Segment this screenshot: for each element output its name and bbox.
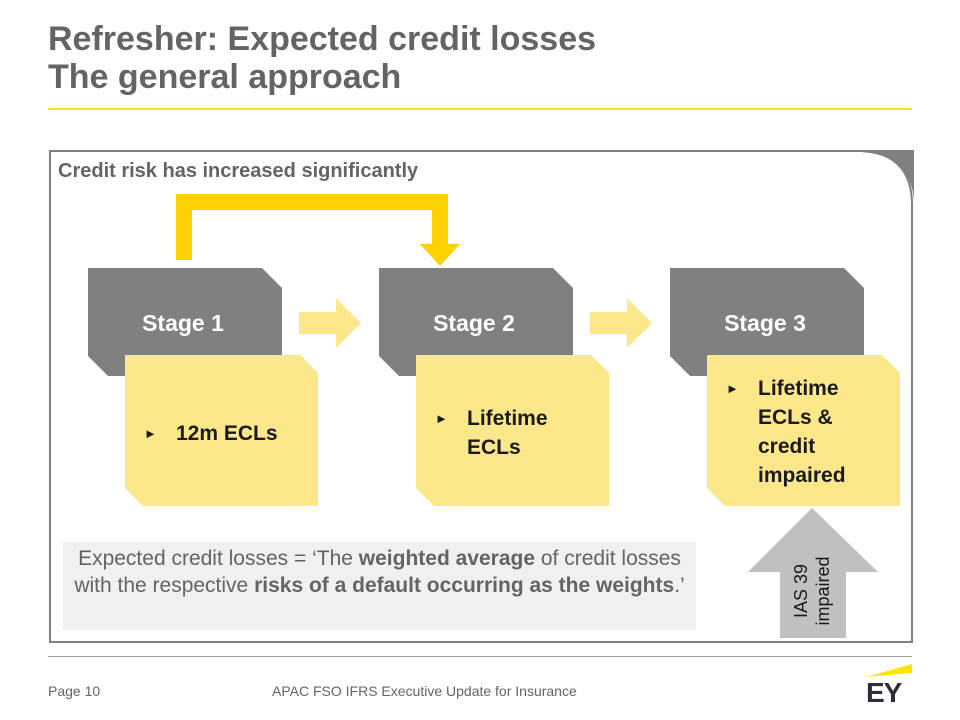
- stage-1-to-2-arrow: [299, 298, 361, 348]
- page-number: Page 10: [48, 683, 101, 699]
- bullet-icon: ►: [726, 381, 739, 396]
- ey-logo-beam: [866, 664, 912, 677]
- credit-risk-arrow: [176, 194, 460, 266]
- stage-2-box: [379, 268, 573, 376]
- diagram-frame: [49, 150, 913, 643]
- title-line-2: The general approach: [48, 58, 402, 96]
- slide-title: Refresher: Expected credit losses The ge…: [48, 20, 596, 96]
- title-line-1: Refresher: Expected credit losses: [48, 20, 597, 58]
- frame-label: Credit risk has increased significantly: [58, 160, 419, 182]
- presentation-title: APAC FSO IFRS Executive Update for Insur…: [272, 683, 577, 699]
- stage-2-to-3-arrow: [590, 298, 652, 348]
- stage-1-box: [88, 268, 282, 376]
- ecl-definition: Expected credit losses = ‘The weighted a…: [63, 542, 696, 630]
- stage-3-note: [707, 355, 900, 506]
- bullet-icon: ►: [435, 411, 448, 426]
- ey-logo-text: EY: [866, 677, 902, 708]
- title-underline: [48, 108, 912, 110]
- frame-corner-tab: [862, 150, 914, 200]
- stage-1-note: [125, 355, 318, 506]
- bullet-icon: ►: [144, 426, 157, 441]
- stage-2-label: Stage 2: [433, 310, 515, 336]
- stage-2-note: [416, 355, 609, 506]
- stage-1-label: Stage 1: [142, 310, 224, 336]
- stage-3-box: [670, 268, 864, 376]
- ias-39-label: IAS 39 impaired: [791, 556, 833, 626]
- ias-39-arrow: [748, 508, 878, 638]
- footer-rule: [48, 656, 912, 657]
- stage-3-label: Stage 3: [724, 310, 806, 336]
